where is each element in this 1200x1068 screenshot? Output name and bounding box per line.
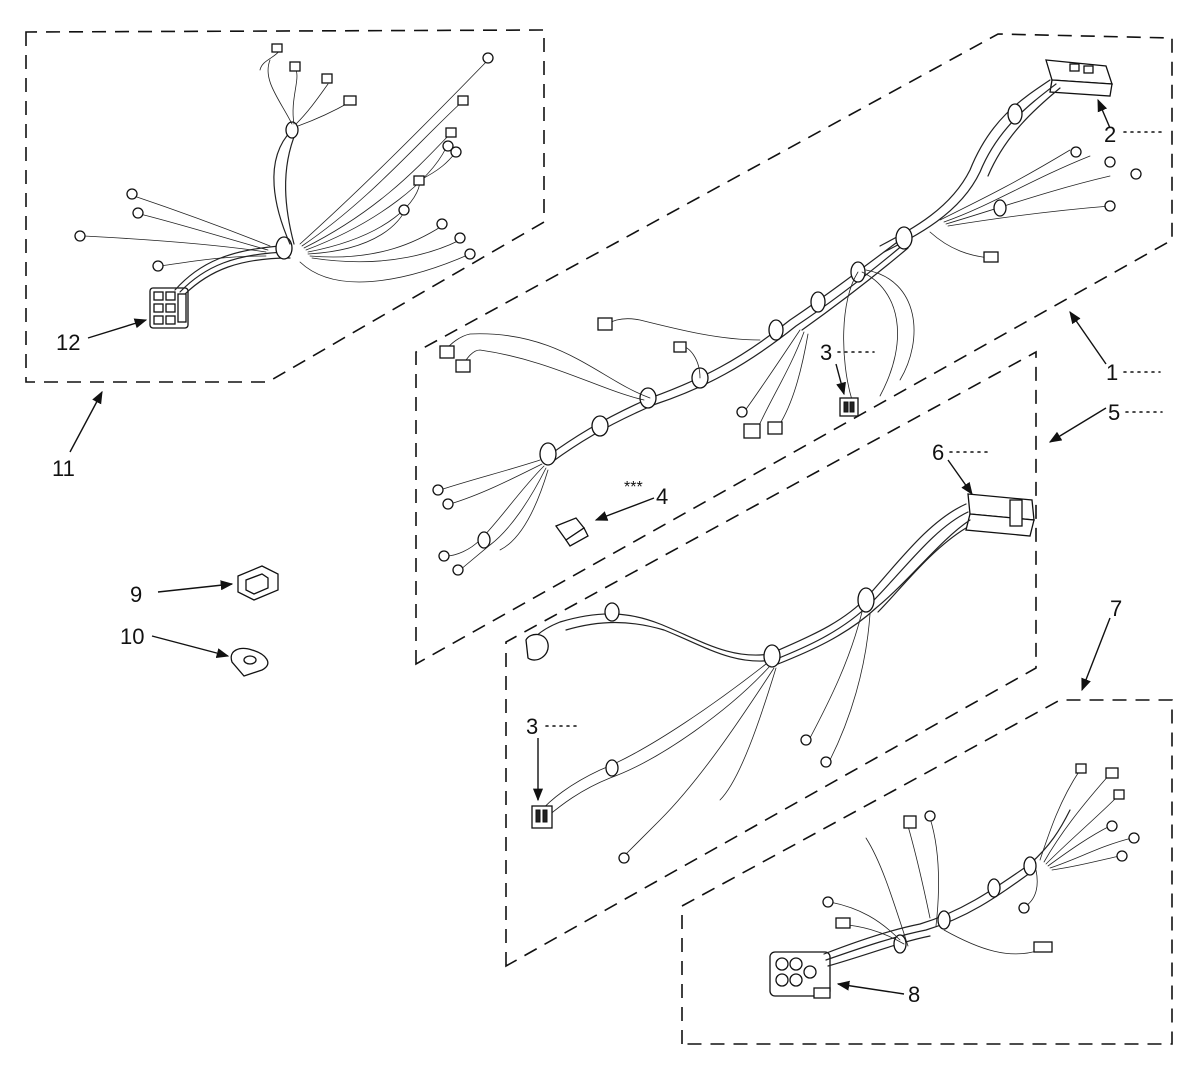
- callout-1: 1: [1106, 360, 1118, 385]
- clip-9: [237, 565, 279, 601]
- callout-9: 9: [130, 582, 142, 607]
- terminal-4: [554, 517, 589, 547]
- clamp-10: [230, 647, 269, 677]
- harness-5-frame: [505, 350, 1037, 968]
- connector-3-upper: [839, 397, 859, 417]
- callout-12: 12: [56, 330, 80, 355]
- callout-3-upper: 3: [820, 340, 832, 365]
- harness-1-group: 2 3 *** 4 1: [415, 33, 1173, 666]
- harness-11-wires: [74, 43, 494, 295]
- harness-1-frame: [415, 33, 1173, 666]
- callout-4: 4: [656, 484, 668, 509]
- connector-2: [1045, 59, 1113, 97]
- harness-7-frame: [681, 699, 1173, 1045]
- callout-6: 6: [932, 440, 944, 465]
- callout-2: 2: [1104, 122, 1116, 147]
- harness-5-group: 6 5 3: [505, 350, 1163, 968]
- callout-8: 8: [908, 982, 920, 1007]
- callout-5: 5: [1108, 400, 1120, 425]
- callout-10: 10: [120, 624, 144, 649]
- callout-7: 7: [1110, 596, 1122, 621]
- callout-4-stars: ***: [624, 479, 643, 496]
- harness-11-group: 12 11: [25, 29, 545, 481]
- connector-6: [965, 493, 1035, 537]
- harness-7-group: 7 8: [681, 596, 1173, 1045]
- callout-3-lower: 3: [526, 714, 538, 739]
- connector-3-lower: [531, 805, 553, 829]
- callout-11: 11: [52, 456, 75, 481]
- connector-12: [149, 287, 189, 329]
- connector-8: [769, 951, 831, 999]
